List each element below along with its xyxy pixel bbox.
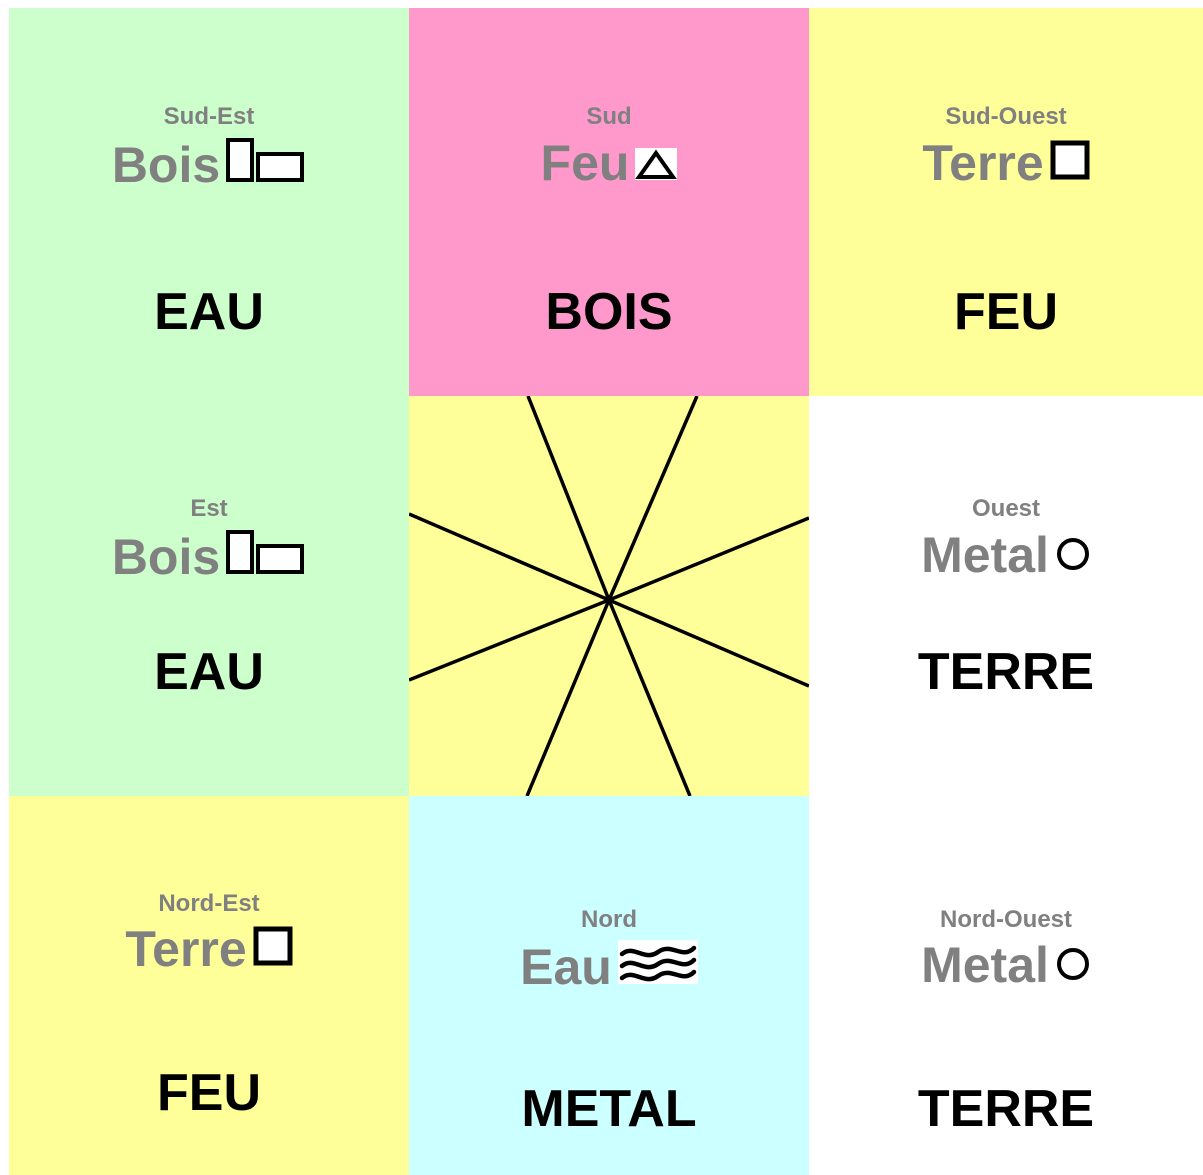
cure-label: FEU [157, 1064, 261, 1122]
cure-label: FEU [954, 283, 1058, 341]
eight-ray-star-icon [409, 396, 809, 796]
cell-nord-est: Nord-Est Terre FEU [9, 796, 409, 1175]
direction-label: Sud-Ouest [945, 103, 1067, 130]
element-name: Eau [520, 939, 612, 995]
cure-label: TERRE [917, 1080, 1095, 1138]
element-label: Metal [809, 530, 1203, 580]
cure-label: TERRE [917, 643, 1095, 701]
earth-square-icon [253, 926, 293, 966]
metal-circle-icon [1055, 536, 1091, 572]
direction-label: Est [190, 495, 228, 522]
cell-sud: Sud Feu BOIS [409, 8, 809, 396]
element-label: Bois [9, 138, 409, 190]
cell-est: Est Bois EAU [9, 396, 409, 796]
cell-ouest: Ouest Metal TERRE [809, 396, 1203, 796]
cell-nord: Nord Eau METAL [409, 796, 809, 1175]
direction-label: Nord [581, 906, 637, 933]
cure-label: EAU [154, 643, 264, 701]
direction-label: Sud [586, 103, 632, 130]
direction-label: Ouest [971, 495, 1040, 522]
element-name: Feu [540, 135, 630, 191]
cell-nord-ouest: Nord-Ouest Metal TERRE [809, 796, 1203, 1175]
direction-label: Nord-Est [158, 890, 260, 917]
wood-rectangles-icon [226, 530, 306, 574]
cell-center [409, 396, 809, 796]
cure-label: BOIS [545, 283, 673, 341]
cell-sud-ouest: Sud-Ouest Terre FEU [809, 8, 1203, 396]
fire-triangle-icon [635, 148, 678, 180]
element-name: Terre [125, 921, 247, 977]
element-label: Terre [9, 924, 409, 974]
element-name: Bois [111, 137, 221, 193]
cell-sud-est: Sud-Est Bois EAU [9, 8, 409, 396]
element-label: Eau [409, 940, 809, 992]
element-name: Metal [921, 937, 1049, 993]
metal-circle-icon [1055, 946, 1091, 982]
element-label: Metal [809, 940, 1203, 990]
water-waves-icon [617, 940, 698, 984]
element-label: Terre [809, 138, 1203, 188]
earth-square-icon [1050, 140, 1090, 180]
cure-label: METAL [521, 1080, 697, 1138]
element-name: Bois [111, 529, 221, 585]
cure-label: EAU [154, 283, 264, 341]
wood-rectangles-icon [226, 138, 306, 182]
direction-label: Sud-Est [163, 103, 255, 130]
element-label: Feu [409, 138, 809, 188]
element-name: Terre [922, 135, 1044, 191]
direction-label: Nord-Ouest [940, 906, 1072, 933]
element-name: Metal [921, 527, 1049, 583]
element-label: Bois [9, 530, 409, 582]
